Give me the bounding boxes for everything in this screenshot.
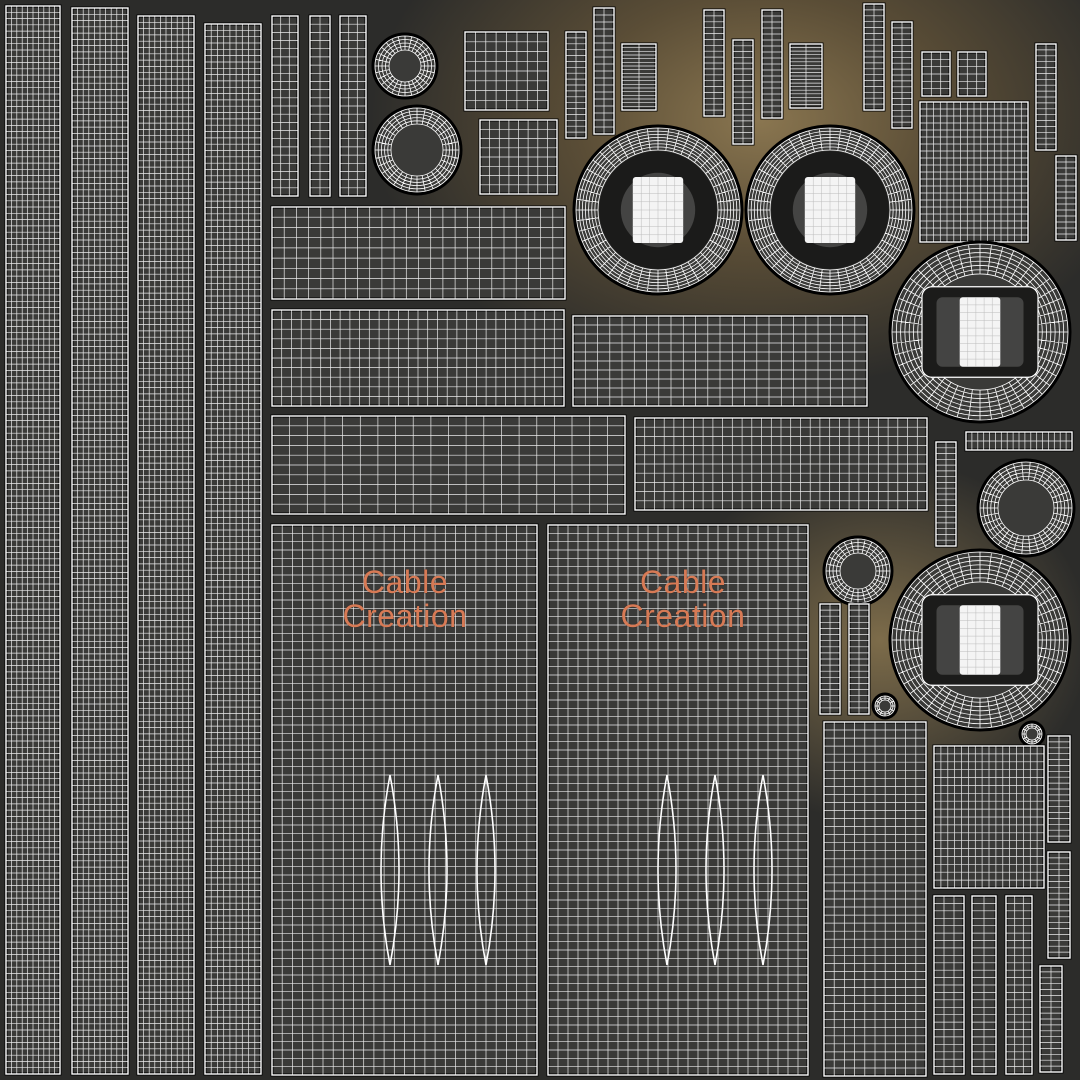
uv-island: [338, 14, 368, 198]
uv-island: [1046, 850, 1072, 960]
uv-island: [890, 20, 914, 130]
uv-island: [862, 2, 886, 112]
uv-island: [788, 42, 824, 110]
uv-island: [731, 38, 755, 146]
uv-ring-island: [871, 692, 899, 720]
uv-island: [633, 416, 929, 512]
watermark-right-line2: Creation: [620, 598, 746, 634]
uv-island: [822, 720, 928, 1078]
uv-island: [920, 50, 952, 98]
uv-island: [918, 100, 1030, 244]
uv-island: [270, 308, 566, 408]
uv-island: [270, 414, 627, 516]
uv-island: [1046, 734, 1072, 844]
uv-ring-island: [888, 240, 1072, 424]
uv-island: [308, 14, 332, 198]
watermark-right-line1: Cable: [639, 564, 727, 600]
watermark-left: Cable Creation: [330, 565, 480, 633]
uv-ring-island: [888, 548, 1072, 732]
uv-ring-island: [1018, 720, 1046, 748]
uv-island: [970, 894, 998, 1076]
uv-ring-island: [976, 458, 1076, 558]
uv-island: [1054, 154, 1078, 242]
uv-ring-island: [371, 32, 439, 100]
uv-island: [4, 4, 62, 1076]
uv-island: [546, 523, 810, 1077]
watermark-left-line2: Creation: [342, 598, 468, 634]
uv-ring-island: [822, 535, 894, 607]
uv-island: [592, 6, 616, 136]
uv-island: [571, 314, 869, 408]
uv-island: [934, 440, 958, 548]
uv-ring-island: [371, 104, 463, 196]
uv-seam-curves: [380, 774, 496, 966]
uv-island: [1038, 964, 1064, 1074]
uv-island: [818, 602, 842, 716]
watermark-right: Cable Creation: [608, 565, 758, 633]
uv-ring-island: [572, 124, 744, 296]
uv-island: [203, 22, 263, 1076]
watermark-left-line1: Cable: [361, 564, 449, 600]
uv-island: [463, 30, 550, 112]
uv-island: [964, 430, 1074, 452]
uv-island: [270, 14, 300, 198]
uv-island: [1004, 894, 1034, 1076]
uv-island: [478, 118, 559, 196]
uv-ring-island: [744, 124, 916, 296]
uv-island: [270, 523, 539, 1077]
uv-island: [1034, 42, 1058, 152]
uv-island: [847, 602, 871, 716]
uv-island: [932, 744, 1046, 890]
uv-island: [564, 30, 588, 140]
uv-island: [702, 8, 726, 118]
uv-island: [760, 8, 784, 120]
uv-seam-curves: [657, 774, 773, 966]
uv-island: [620, 42, 658, 112]
uv-island: [270, 205, 567, 301]
uv-island: [932, 894, 966, 1076]
uv-island: [70, 6, 130, 1076]
uv-island: [956, 50, 988, 98]
uv-island: [136, 14, 196, 1076]
